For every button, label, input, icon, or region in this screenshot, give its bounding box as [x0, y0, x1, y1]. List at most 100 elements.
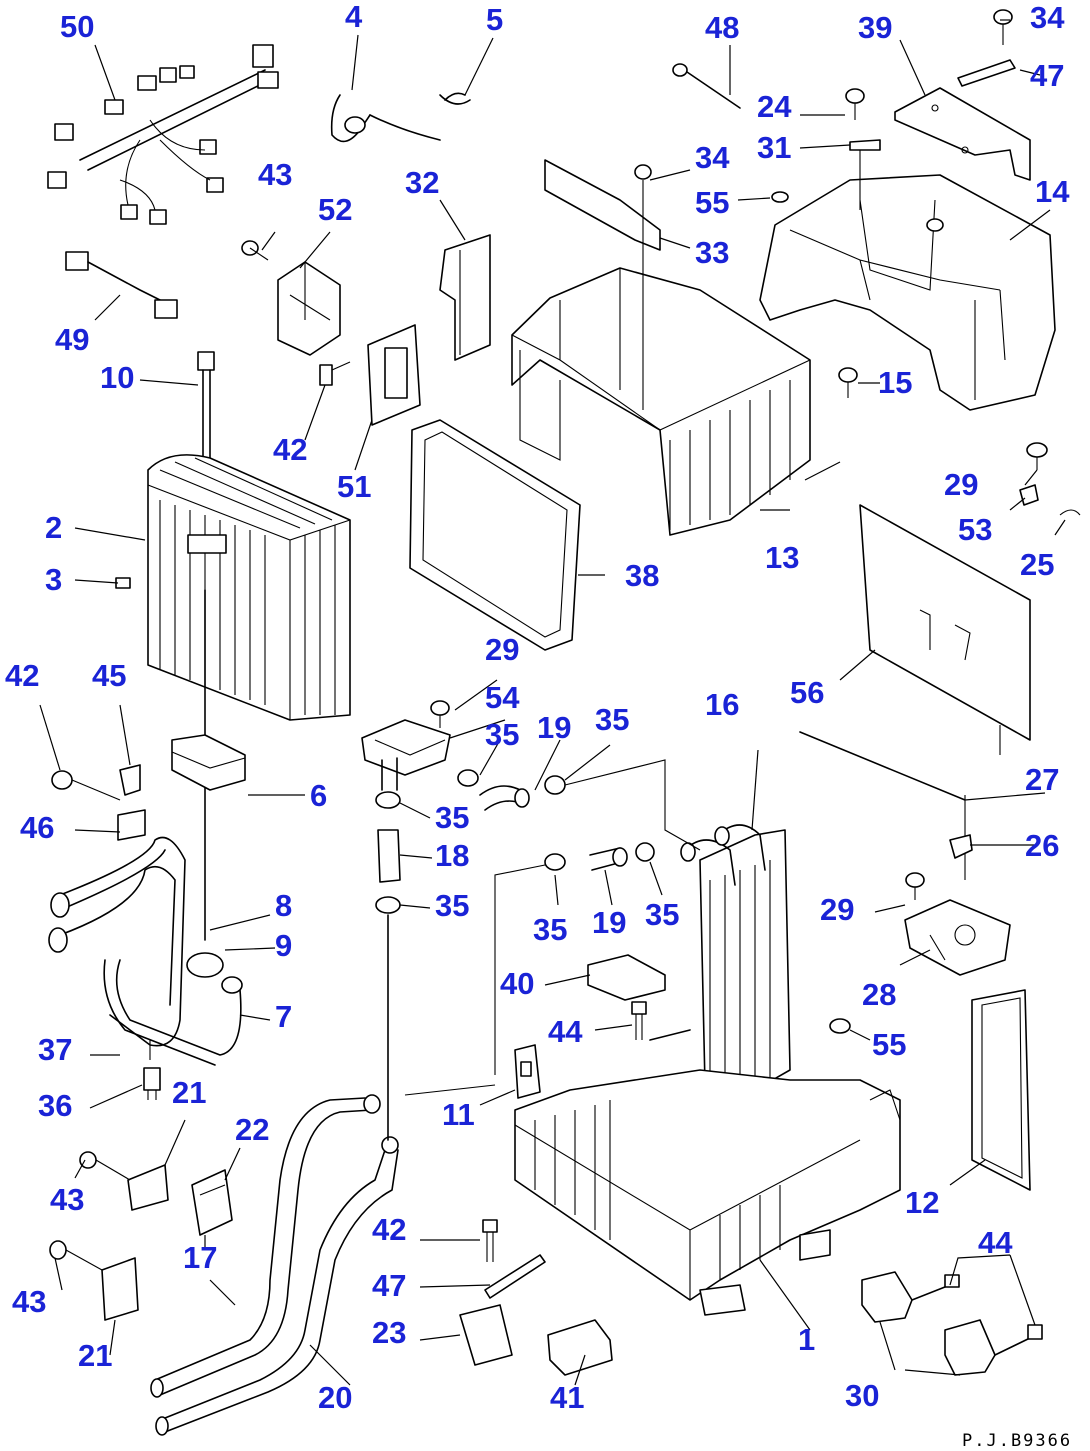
part-bracket-41 — [547, 1319, 613, 1376]
callout-56: 56 — [790, 675, 824, 710]
callout-36: 36 — [38, 1088, 72, 1123]
callout-35-c: 35 — [435, 800, 469, 835]
part-hose-small — [330, 94, 441, 143]
callout-29-lower: 29 — [820, 892, 854, 927]
callout-37: 37 — [38, 1032, 72, 1067]
callout-29-right: 29 — [944, 467, 978, 502]
part-bracket-40 — [587, 954, 666, 1001]
part-filter-plate — [971, 989, 1031, 1191]
callout-4: 4 — [345, 0, 363, 34]
part-clip-43-upper — [241, 240, 269, 261]
callout-27: 27 — [1025, 762, 1059, 797]
callout-35-b: 35 — [485, 717, 519, 752]
callout-12: 12 — [905, 1185, 939, 1220]
callout-21-upper: 21 — [172, 1075, 206, 1110]
leader-lines — [39, 19, 1066, 1386]
callout-54: 54 — [485, 680, 520, 715]
part-clip-5 — [439, 92, 471, 105]
part-bracket-23 — [459, 1304, 513, 1366]
callout-7: 7 — [275, 999, 292, 1034]
part-fasteners-upper-right — [634, 9, 1016, 210]
part-bolt-42-lower — [482, 1219, 498, 1262]
callout-42-top: 42 — [273, 432, 307, 467]
callout-15: 15 — [878, 365, 912, 400]
callout-5: 5 — [486, 2, 503, 37]
part-gasket — [409, 419, 581, 651]
part-heater-core — [680, 824, 791, 1091]
part-expansion-valve — [171, 589, 246, 941]
part-hose-18 — [375, 757, 401, 1141]
callout-44-lower: 44 — [978, 1225, 1013, 1260]
part-bracket-32 — [439, 234, 491, 361]
part-blower-case — [759, 174, 1056, 411]
part-bolt-42-upper — [319, 361, 351, 386]
callout-16: 16 — [705, 687, 739, 722]
part-drain-hoses — [150, 1094, 399, 1436]
callout-21-lower: 21 — [78, 1338, 112, 1373]
figure-code: P.J.B9366 — [962, 1431, 1072, 1451]
callout-31: 31 — [757, 130, 791, 165]
callout-6: 6 — [310, 778, 327, 813]
callout-48: 48 — [705, 10, 739, 45]
callout-35-e: 35 — [533, 912, 567, 947]
part-clip-15 — [838, 367, 858, 398]
callout-38: 38 — [625, 558, 659, 593]
callout-43-mid: 43 — [50, 1182, 84, 1217]
part-plate — [367, 324, 421, 426]
callout-34-top: 34 — [1030, 0, 1065, 35]
part-rod — [799, 731, 966, 880]
callout-45: 45 — [92, 658, 126, 693]
callout-46: 46 — [20, 810, 54, 845]
callout-26: 26 — [1025, 828, 1059, 863]
callout-18: 18 — [435, 838, 469, 873]
part-clamps-lower-left — [49, 1151, 169, 1321]
part-wire-harness — [47, 44, 279, 225]
callout-47-top: 47 — [1030, 58, 1064, 93]
callout-34-mid: 34 — [695, 140, 730, 175]
callout-35-a: 35 — [595, 702, 629, 737]
callout-40: 40 — [500, 966, 534, 1001]
part-bracket-39 — [894, 87, 1031, 181]
callout-24: 24 — [757, 89, 792, 124]
part-clip-26 — [949, 834, 973, 859]
callout-3: 3 — [45, 562, 62, 597]
callout-11: 11 — [442, 1097, 475, 1132]
callout-39: 39 — [858, 10, 892, 45]
callout-labels: 50 4 5 48 39 34 47 24 31 34 55 33 14 43 … — [5, 0, 1070, 1415]
callout-43-lower: 43 — [12, 1284, 46, 1319]
part-hose-19-lower — [404, 842, 655, 1096]
part-bolt-44 — [631, 1001, 691, 1041]
callout-53: 53 — [958, 512, 992, 547]
callout-13: 13 — [765, 540, 799, 575]
callout-19-upper: 19 — [537, 710, 571, 745]
callout-43-top: 43 — [258, 157, 292, 192]
callout-8: 8 — [275, 888, 292, 923]
callout-20: 20 — [318, 1380, 352, 1415]
callout-35-f: 35 — [645, 897, 679, 932]
callout-55-lower: 55 — [872, 1027, 906, 1062]
callout-30: 30 — [845, 1378, 879, 1413]
part-cable — [65, 251, 178, 319]
part-mount-17 — [191, 1169, 233, 1236]
part-upper-case — [511, 267, 811, 536]
callout-10: 10 — [100, 360, 134, 395]
callout-47-lower: 47 — [372, 1268, 406, 1303]
callout-42-lower: 42 — [372, 1212, 406, 1247]
part-sensor — [143, 1040, 161, 1100]
callout-44-mid: 44 — [548, 1014, 583, 1049]
part-lower-case — [514, 1069, 901, 1316]
part-fitting-54 — [361, 700, 451, 776]
part-filter-panel — [859, 504, 1031, 755]
callout-1: 1 — [798, 1322, 815, 1357]
callout-23: 23 — [372, 1315, 406, 1350]
part-wire-48 — [672, 63, 741, 109]
callout-35-d: 35 — [435, 888, 469, 923]
part-pipe-assembly — [48, 836, 243, 1066]
callout-49: 49 — [55, 322, 89, 357]
callout-29-mid: 29 — [485, 632, 519, 667]
part-strap-47-lower — [484, 1254, 546, 1299]
callout-32: 32 — [405, 165, 439, 200]
part-bracket-11 — [514, 1044, 541, 1099]
